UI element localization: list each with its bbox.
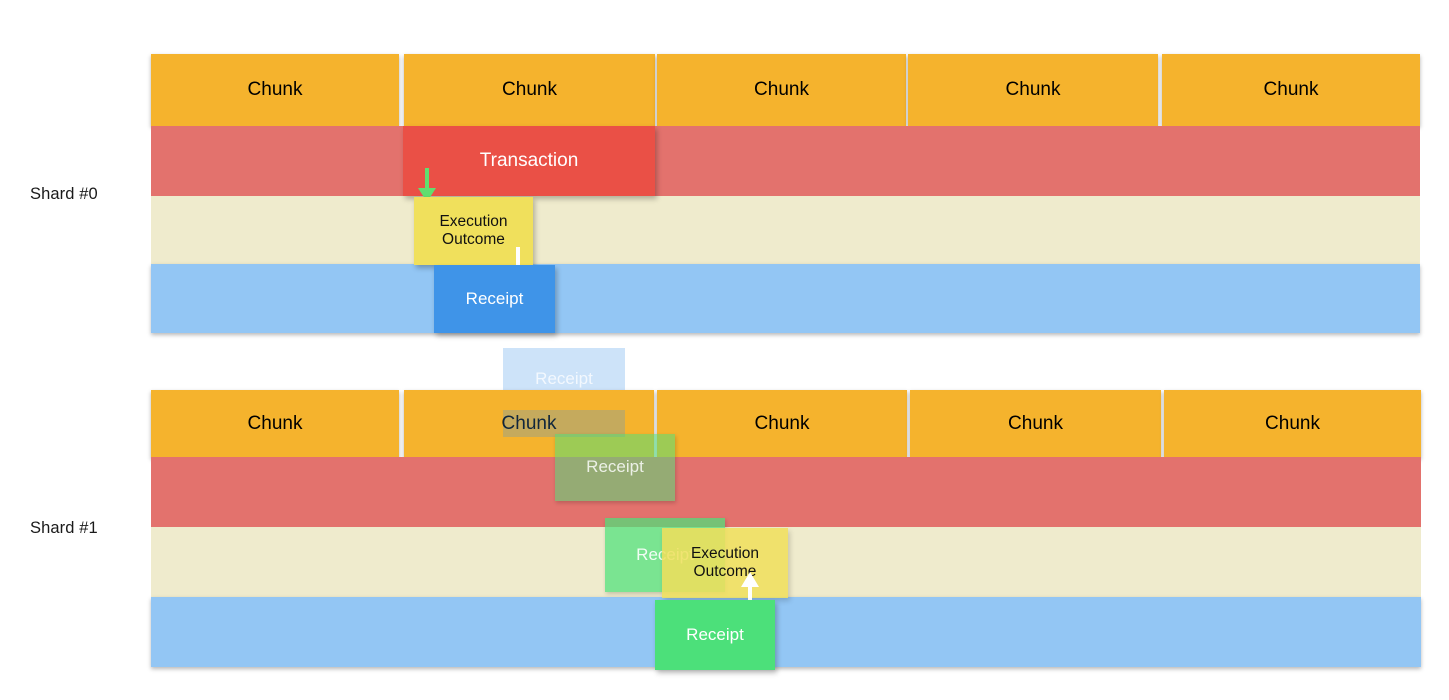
chunk-label: Chunk: [1265, 413, 1320, 434]
shard-0-receipt-box[interactable]: Receipt: [434, 265, 555, 333]
shard-0-chunk-1[interactable]: Chunk: [404, 54, 655, 126]
shard-1-transaction-band: [151, 457, 1421, 527]
chunk-label: Chunk: [754, 413, 810, 434]
shard-0-execution-outcome-box[interactable]: Execution Outcome: [414, 197, 533, 265]
chunk-label: Chunk: [501, 413, 557, 434]
chunk-label: Chunk: [1263, 79, 1319, 100]
shard-1-receipt-band: [151, 597, 1421, 667]
shard-0-outcome-band: [151, 196, 1420, 264]
receipt-label: Receipt: [535, 368, 593, 388]
shard-0-transaction-band: [151, 126, 1420, 196]
shard-1-chunk-0[interactable]: Chunk: [151, 390, 399, 458]
shard-1-label: Shard #1: [30, 519, 98, 537]
shard-1-chunk-4[interactable]: Chunk: [1164, 390, 1421, 458]
execution-outcome-label-line2: Outcome: [442, 231, 505, 248]
execution-outcome-label-line1: Execution: [690, 544, 760, 562]
chunk-label: Chunk: [1008, 413, 1063, 434]
shard-0-chunk-3[interactable]: Chunk: [908, 54, 1158, 126]
shard-1-receipt-box[interactable]: Receipt: [655, 600, 775, 670]
chunk-label: Chunk: [247, 413, 303, 434]
chunk-label: Chunk: [502, 79, 557, 100]
receipt-label: Receipt: [465, 288, 524, 308]
execution-outcome-label-line2: Outcome: [693, 563, 757, 580]
shard-1-receipt-ghost-1-overlap: [503, 410, 625, 437]
shard-1-chunk-1[interactable]: Chunk: [404, 390, 654, 458]
shard-0-chunk-0[interactable]: Chunk: [151, 54, 399, 126]
shard-0-chunk-2[interactable]: Chunk: [657, 54, 906, 126]
shard-1-receipt-ghost-2: Receipt: [555, 434, 675, 501]
shard-0-receipt-band: [151, 264, 1420, 333]
receipt-label: Receipt: [586, 457, 644, 477]
chunk-label: Chunk: [754, 79, 809, 100]
shard-1-chunk-3[interactable]: Chunk: [910, 390, 1161, 458]
shard-1-execution-outcome-box[interactable]: Execution Outcome: [662, 528, 788, 598]
chunk-label: Chunk: [247, 79, 303, 100]
execution-outcome-label-line1: Execution: [439, 212, 508, 230]
chunk-label: Chunk: [1005, 79, 1061, 100]
shard-0-transaction-box[interactable]: Transaction: [403, 126, 655, 196]
shard-0-chunk-4[interactable]: Chunk: [1162, 54, 1420, 126]
receipt-label: Receipt: [686, 624, 744, 644]
transaction-label: Transaction: [479, 149, 579, 171]
shard-1-chunk-2[interactable]: Chunk: [657, 390, 907, 458]
shard-0-label: Shard #0: [30, 185, 98, 203]
